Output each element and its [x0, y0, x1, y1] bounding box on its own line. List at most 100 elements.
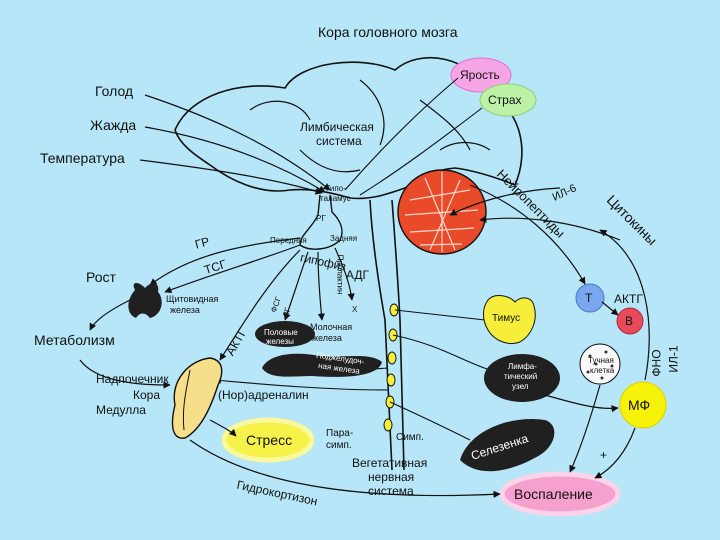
arrow-adg	[334, 247, 355, 301]
mf-cell	[619, 381, 667, 429]
arrow-neuropeptides	[469, 184, 586, 285]
line-fear	[359, 107, 483, 196]
label-ans-3: система	[368, 484, 414, 498]
label-thyroid-1: Щитовидная	[166, 294, 219, 304]
label-plus: +	[600, 448, 608, 462]
label-lymph-1: Лимфа-	[508, 362, 537, 371]
label-limbic-1: Лимбическая	[300, 120, 374, 134]
arrow-mast-inflammation	[569, 384, 601, 473]
label-metabolism: Метаболизм	[34, 332, 115, 348]
label-ans-1: Вегетативная	[352, 456, 428, 470]
rage-blob	[450, 57, 512, 93]
label-symp: Симп.	[396, 432, 424, 443]
arrow-aktg	[219, 249, 301, 361]
label-x: Х	[352, 305, 358, 314]
arrow-gr	[149, 237, 301, 286]
line-rage	[344, 77, 459, 191]
label-fear: Страх	[488, 93, 522, 107]
label-cortex-adrenal: Кора	[133, 388, 161, 402]
pancreas-organ	[262, 353, 382, 377]
label-aktg-right: АКТГ	[614, 292, 643, 306]
label-parasymp-2: симп.	[326, 440, 352, 451]
label-hunger: Голод	[95, 83, 134, 99]
brainstem	[369, 199, 393, 471]
thyroid-organ	[128, 283, 162, 318]
stress-blob	[221, 417, 315, 463]
arrow-tb	[601, 301, 619, 316]
nerve-lymph	[392, 334, 491, 371]
arrow-prolactin	[317, 251, 325, 321]
label-rage: Ярость	[460, 68, 500, 82]
label-thymus: Тимус	[492, 313, 521, 324]
label-posterior: Задняя	[330, 234, 358, 243]
arrow-il6	[449, 187, 561, 216]
brain-fold-3	[419, 99, 471, 151]
label-noradrenaline: (Нор)адреналин	[218, 388, 309, 402]
spleen-organ	[460, 418, 555, 472]
label-lymph-3: узел	[512, 382, 529, 391]
label-stress: Стресс	[246, 432, 293, 448]
brain-fold-5	[439, 141, 491, 151]
nerve-thymus	[394, 309, 486, 321]
label-hypothalamus-2: таламус	[320, 194, 351, 203]
label-parasymp-1: Пара-	[326, 428, 354, 439]
label-thyroid-2: железа	[170, 305, 200, 315]
arrow-tsg	[164, 244, 301, 294]
arrow-temperature	[139, 159, 323, 195]
brain-fold-2	[359, 79, 385, 146]
arrow-metabolism-adrenal	[79, 359, 171, 389]
arrow-hydrocortisone	[189, 439, 501, 498]
brain-fold-1	[249, 100, 311, 121]
label-il1: ИЛ-1	[666, 345, 681, 373]
label-growth: Рост	[86, 269, 116, 285]
cerebellum	[397, 169, 487, 255]
label-inflammation: Воспаление	[514, 486, 593, 502]
b-cell	[616, 307, 644, 335]
arrow-fsg	[283, 251, 309, 321]
label-adrenal: Надпочечник	[96, 372, 169, 386]
label-gonads-2: железы	[266, 337, 294, 346]
lymph-node-organ	[484, 354, 560, 402]
arrow-adrenal-stress	[209, 419, 237, 437]
label-mf: МФ	[628, 397, 651, 413]
label-thirst: Жажда	[90, 117, 137, 133]
label-gonads-1: Половые	[264, 328, 298, 337]
arrow-fno	[599, 229, 650, 381]
adrenal-organ	[171, 357, 223, 439]
brainstem-2	[391, 199, 405, 471]
arrow-hunger	[144, 94, 331, 191]
label-ans-2: нервная	[368, 470, 415, 484]
nerve-adrenal	[214, 377, 389, 391]
label-mammary-2: железа	[312, 333, 342, 343]
label-adg: АДГ	[346, 268, 370, 282]
label-anterior: Передняя	[270, 236, 307, 245]
label-mast-2: клетка	[590, 366, 615, 375]
brain-outline	[174, 57, 523, 200]
label-mast-1: Тучная	[588, 356, 614, 365]
t-cell	[575, 283, 605, 313]
label-hypothalamus-1: Гипо-	[326, 184, 346, 193]
label-temperature: Температура	[40, 150, 125, 166]
arrow-thyroid-metabolism	[89, 299, 131, 331]
label-b-cell: В	[625, 314, 634, 328]
thymus-organ	[483, 295, 536, 344]
label-limbic-2: система	[316, 134, 362, 148]
gonads-organ	[255, 321, 315, 347]
title-cortex: Кора головного мозга	[318, 24, 458, 40]
label-rg: РГ	[316, 214, 326, 223]
label-lymph-2: тический	[504, 372, 538, 381]
arrow-thirst	[144, 126, 326, 193]
label-mammary-1: Молочная	[310, 322, 353, 332]
arrow-mf-inflammation	[594, 427, 636, 479]
mast-cell	[579, 343, 621, 385]
label-medulla: Медулла	[96, 403, 146, 417]
brain-fold-4	[299, 149, 361, 173]
sympathetic-chain	[383, 303, 399, 432]
nerve-spleen	[389, 401, 471, 441]
arrow-lymph-mf	[544, 394, 619, 413]
inflammation-blob	[499, 471, 621, 517]
pituitary-stalk	[299, 194, 343, 250]
label-t-cell: Т	[585, 291, 593, 305]
